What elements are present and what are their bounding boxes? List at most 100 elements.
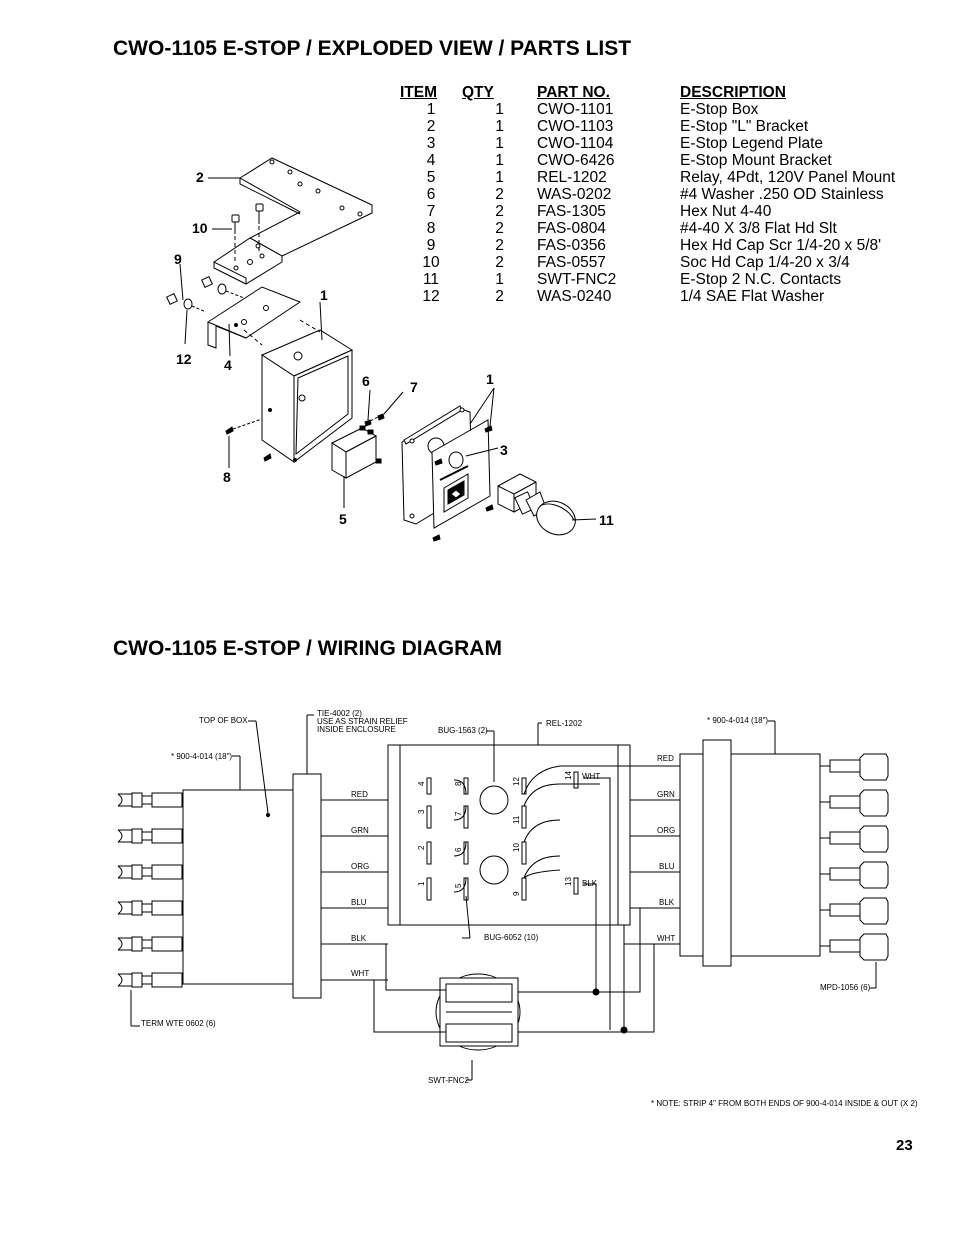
cell-item: 8 xyxy=(426,220,436,237)
cell-part-no: WAS-0240 xyxy=(537,288,612,305)
right-wire-blk: BLK xyxy=(659,898,675,907)
estop-switch xyxy=(497,473,576,536)
cell-description: E-Stop Legend Plate xyxy=(680,135,824,152)
cell-part-no: REL-1202 xyxy=(537,169,607,186)
callout-6: 6 xyxy=(362,373,370,389)
cell-part-no: FAS-0557 xyxy=(537,254,606,271)
cell-qty: 2 xyxy=(495,254,504,271)
left-wire-grn: GRN xyxy=(351,826,369,835)
right-wire-wht: WHT xyxy=(657,934,675,943)
pin-2: 2 xyxy=(417,845,426,850)
hex-screws-washers xyxy=(166,276,245,313)
callout-10: 10 xyxy=(192,220,208,236)
pin-8: 8 xyxy=(454,781,463,786)
pin-9: 9 xyxy=(512,891,521,896)
strain-relief-tie xyxy=(292,773,322,999)
cell-item: 5 xyxy=(426,169,436,186)
pin-3: 3 xyxy=(417,809,426,814)
callout-4: 4 xyxy=(224,357,232,373)
label-cable-right: * 900-4-014 (18") xyxy=(707,716,768,725)
label-bug6052: BUG-6052 (10) xyxy=(484,933,539,942)
header-part-no: PART NO. xyxy=(537,84,610,101)
right-cable-block xyxy=(679,753,821,957)
cell-qty: 1 xyxy=(495,271,504,288)
cell-item: 2 xyxy=(426,118,436,135)
cell-part-no: FAS-1305 xyxy=(537,203,606,220)
cell-part-no: SWT-FNC2 xyxy=(537,271,617,288)
left-cable-block xyxy=(182,789,294,985)
estop-box xyxy=(243,319,354,464)
cell-qty: 2 xyxy=(495,220,504,237)
estop-switch-schematic xyxy=(435,973,521,1051)
cell-description: 1/4 SAE Flat Washer xyxy=(680,288,825,305)
cell-part-no: CWO-1101 xyxy=(537,101,614,118)
left-wire-wht: WHT xyxy=(351,969,369,978)
label-mpd: MPD-1056 (6) xyxy=(820,983,871,992)
wiring-note: * NOTE: STRIP 4" FROM BOTH ENDS OF 900-4… xyxy=(651,1099,918,1108)
cell-qty: 1 xyxy=(495,135,504,152)
pin-1: 1 xyxy=(417,881,426,886)
callout-1-box: 1 xyxy=(320,287,328,303)
cell-part-no: WAS-0202 xyxy=(537,186,612,203)
socket-cap-screws xyxy=(231,203,264,262)
flat-head-screws xyxy=(225,418,272,462)
right-wire-blu: BLU xyxy=(659,862,675,871)
callout-leaders xyxy=(179,177,597,521)
label-tie-line1: TIE-4002 (2) xyxy=(317,709,362,718)
pin-14: 14 xyxy=(564,771,573,780)
cell-item: 9 xyxy=(426,237,436,254)
relay-contacts xyxy=(426,765,579,901)
left-wire-org: ORG xyxy=(351,862,369,871)
left-wire-blu: BLU xyxy=(351,898,367,907)
header-qty: QTY xyxy=(462,84,494,101)
exploded-view-drawing xyxy=(166,157,576,542)
exploded-view-title: CWO-1105 E-STOP / EXPLODED VIEW / PARTS … xyxy=(113,37,632,60)
cell-item: 1 xyxy=(426,101,436,118)
callout-8: 8 xyxy=(223,469,231,485)
label-cable-left: * 900-4-014 (18") xyxy=(171,752,232,761)
relay-wire-wht: WHT xyxy=(582,772,600,781)
callout-3: 3 xyxy=(500,442,508,458)
cell-qty: 1 xyxy=(495,118,504,135)
cell-item: 12 xyxy=(422,288,440,305)
cell-item: 10 xyxy=(422,254,440,271)
right-wire-org: ORG xyxy=(657,826,675,835)
right-connectors xyxy=(820,753,889,961)
left-wire-blk: BLK xyxy=(351,934,367,943)
pin-12: 12 xyxy=(512,777,521,786)
label-tie-line3: INSIDE ENCLOSURE xyxy=(317,725,396,734)
callout-9: 9 xyxy=(174,251,182,267)
cell-description: Relay, 4Pdt, 120V Panel Mount xyxy=(680,169,896,186)
pin-4: 4 xyxy=(417,781,426,786)
pin-5: 5 xyxy=(454,883,463,888)
relay-wire-blk: BLK xyxy=(582,879,598,888)
cell-description: E-Stop 2 N.C. Contacts xyxy=(680,271,842,288)
wiring-diagram-title: CWO-1105 E-STOP / WIRING DIAGRAM xyxy=(113,637,502,660)
parts-table-header: ITEM QTY PART NO. DESCRIPTION xyxy=(400,84,920,101)
label-swt: SWT-FNC2 xyxy=(428,1076,469,1085)
relay-block xyxy=(387,744,631,926)
left-wire-red: RED xyxy=(351,790,368,799)
cell-qty: 1 xyxy=(495,152,504,169)
cell-item: 6 xyxy=(426,186,436,203)
callout-12: 12 xyxy=(176,351,192,367)
callout-2: 2 xyxy=(196,169,204,185)
cell-part-no: CWO-1104 xyxy=(537,135,614,152)
callout-1-plate: 1 xyxy=(486,371,494,387)
cell-qty: 1 xyxy=(495,101,504,118)
cell-part-no: CWO-1103 xyxy=(537,118,614,135)
cell-description: #4-40 X 3/8 Flat Hd Slt xyxy=(680,220,837,237)
pin-13: 13 xyxy=(564,877,573,886)
label-rel1202: REL-1202 xyxy=(546,719,583,728)
